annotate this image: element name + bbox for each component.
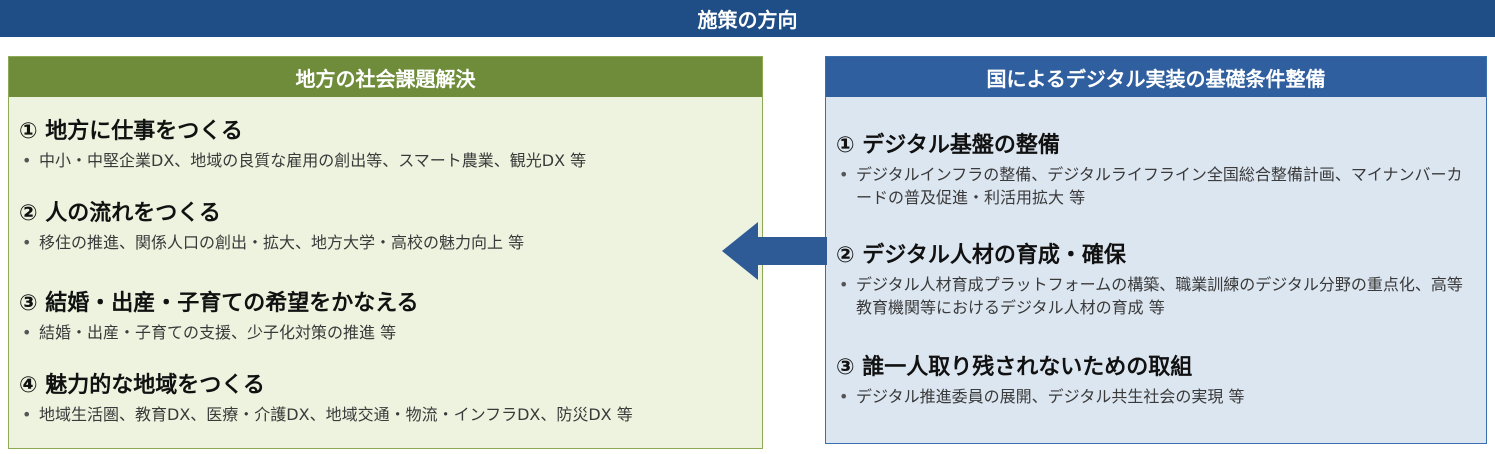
right-item-2-desc: • デジタル人材育成プラットフォームの構築、職業訓練のデジタル分野の重点化、高等… bbox=[836, 273, 1478, 319]
bullet-icon: • bbox=[22, 323, 32, 342]
right-item-3-desc-text: デジタル推進委員の展開、デジタル共生社会の実現 等 bbox=[856, 387, 1245, 406]
bullet-icon: • bbox=[839, 387, 849, 406]
left-item-3: ③ 結婚・出産・子育ての希望をかなえる • 結婚・出産・子育ての支援、少子化対策… bbox=[19, 285, 762, 344]
banner-title: 施策の方向 bbox=[697, 8, 798, 32]
left-panel-header: 地方の社会課題解決 bbox=[9, 57, 762, 97]
bullet-icon: • bbox=[22, 405, 32, 424]
left-item-4-heading: ④ 魅力的な地域をつくる bbox=[19, 373, 265, 398]
bullet-icon: • bbox=[22, 151, 32, 170]
left-item-1: ① 地方に仕事をつくる • 中小・中堅企業DX、地域の良質な雇用の創出等、スマー… bbox=[19, 113, 762, 172]
left-panel-body: ① 地方に仕事をつくる • 中小・中堅企業DX、地域の良質な雇用の創出等、スマー… bbox=[9, 97, 762, 448]
right-item-1-desc-text: デジタルインフラの整備、デジタルライフライン全国総合整備計画、マイナンバーカード… bbox=[856, 165, 1463, 207]
right-item-3-desc: • デジタル推進委員の展開、デジタル共生社会の実現 等 bbox=[836, 385, 1478, 408]
left-item-1-desc-text: 中小・中堅企業DX、地域の良質な雇用の創出等、スマート農業、観光DX 等 bbox=[39, 151, 587, 170]
left-item-3-desc: • 結婚・出産・子育ての支援、少子化対策の推進 等 bbox=[19, 321, 762, 344]
left-panel: 地方の社会課題解決 ① 地方に仕事をつくる • 中小・中堅企業DX、地域の良質な… bbox=[8, 56, 763, 449]
bullet-icon: • bbox=[839, 165, 849, 184]
right-panel-header: 国によるデジタル実装の基礎条件整備 bbox=[826, 57, 1486, 97]
left-item-4: ④ 魅力的な地域をつくる • 地域生活圏、教育DX、医療・介護DX、地域交通・物… bbox=[19, 367, 762, 426]
left-item-2-heading: ② 人の流れをつくる bbox=[19, 201, 221, 226]
left-panel-title: 地方の社会課題解決 bbox=[295, 66, 476, 91]
left-item-4-desc: • 地域生活圏、教育DX、医療・介護DX、地域交通・物流・インフラDX、防災DX… bbox=[19, 403, 762, 426]
right-panel-body: ① デジタル基盤の整備 • デジタルインフラの整備、デジタルライフライン全国総合… bbox=[826, 97, 1486, 443]
left-item-1-heading: ① 地方に仕事をつくる bbox=[19, 119, 243, 144]
right-item-2-desc-text: デジタル人材育成プラットフォームの構築、職業訓練のデジタル分野の重点化、高等教育… bbox=[856, 275, 1463, 317]
bullet-icon: • bbox=[22, 233, 32, 252]
left-item-2-desc-text: 移住の推進、関係人口の創出・拡大、地方大学・高校の魅力向上 等 bbox=[39, 233, 525, 252]
right-item-1: ① デジタル基盤の整備 • デジタルインフラの整備、デジタルライフライン全国総合… bbox=[836, 127, 1478, 209]
left-item-1-desc: • 中小・中堅企業DX、地域の良質な雇用の創出等、スマート農業、観光DX 等 bbox=[19, 149, 762, 172]
right-panel: 国によるデジタル実装の基礎条件整備 ① デジタル基盤の整備 • デジタルインフラ… bbox=[825, 56, 1487, 444]
right-item-3-heading: ③ 誰一人取り残されないための取組 bbox=[836, 355, 1193, 380]
bullet-icon: • bbox=[839, 275, 849, 294]
right-item-1-desc: • デジタルインフラの整備、デジタルライフライン全国総合整備計画、マイナンバーカ… bbox=[836, 163, 1478, 209]
left-item-4-desc-text: 地域生活圏、教育DX、医療・介護DX、地域交通・物流・インフラDX、防災DX 等 bbox=[39, 405, 633, 424]
left-item-2: ② 人の流れをつくる • 移住の推進、関係人口の創出・拡大、地方大学・高校の魅力… bbox=[19, 195, 762, 254]
left-item-3-desc-text: 結婚・出産・子育ての支援、少子化対策の推進 等 bbox=[39, 323, 397, 342]
right-item-2-heading: ② デジタル人材の育成・確保 bbox=[836, 243, 1126, 268]
right-item-1-heading: ① デジタル基盤の整備 bbox=[836, 133, 1060, 158]
left-item-2-desc: • 移住の推進、関係人口の創出・拡大、地方大学・高校の魅力向上 等 bbox=[19, 231, 762, 254]
right-panel-title: 国によるデジタル実装の基礎条件整備 bbox=[986, 66, 1326, 91]
right-item-2: ② デジタル人材の育成・確保 • デジタル人材育成プラットフォームの構築、職業訓… bbox=[836, 237, 1478, 319]
left-arrow-shape bbox=[722, 222, 827, 280]
left-item-3-heading: ③ 結婚・出産・子育ての希望をかなえる bbox=[19, 291, 419, 316]
top-banner: 施策の方向 bbox=[0, 0, 1495, 37]
right-item-3: ③ 誰一人取り残されないための取組 • デジタル推進委員の展開、デジタル共生社会… bbox=[836, 349, 1478, 408]
left-arrow-icon bbox=[722, 222, 827, 280]
